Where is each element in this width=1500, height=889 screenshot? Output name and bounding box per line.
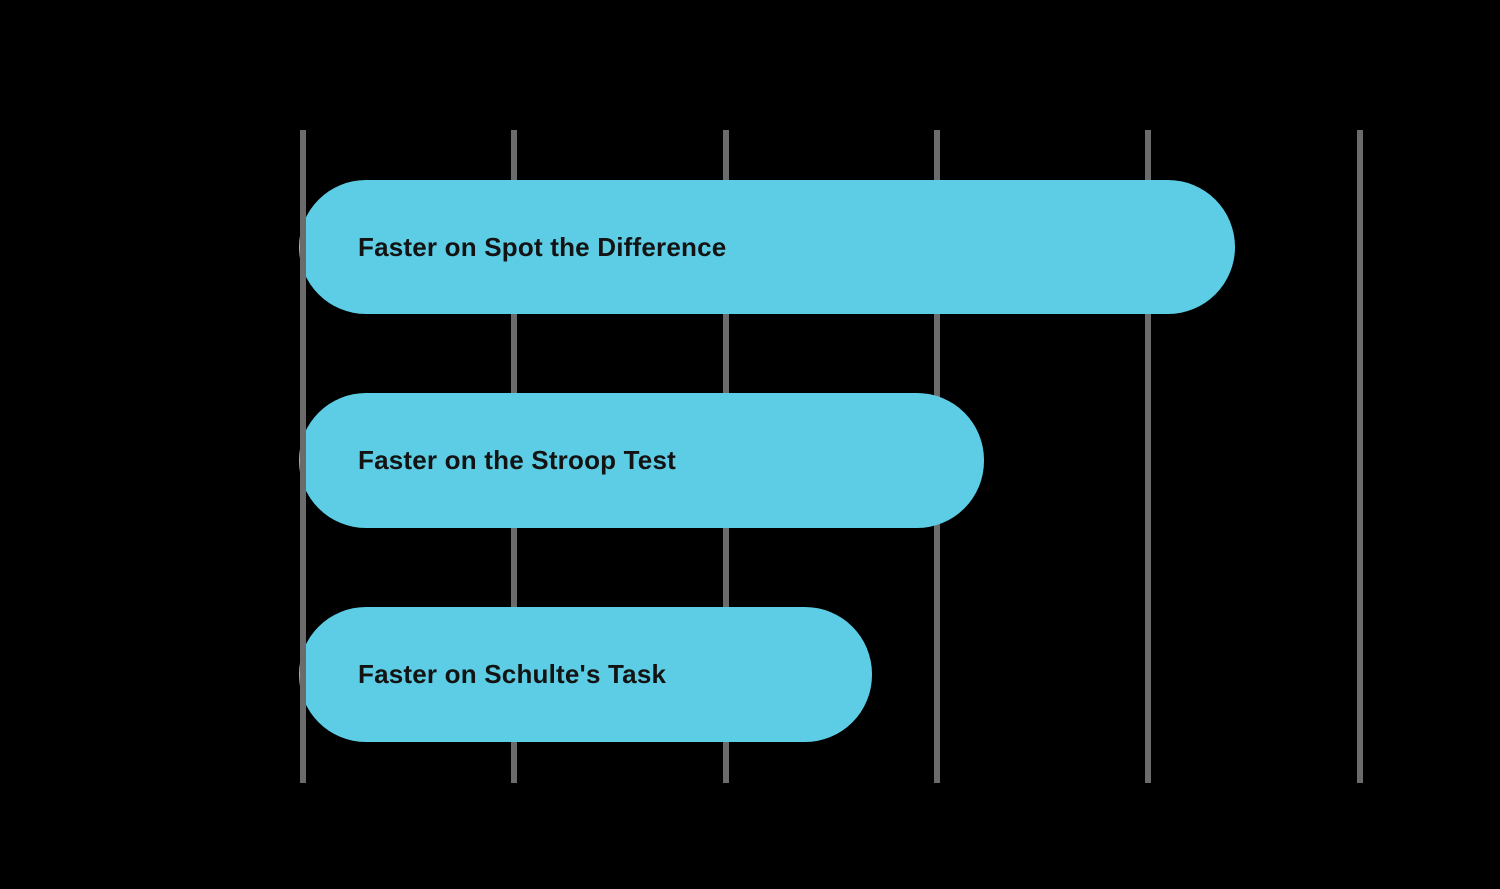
bar-faster-stroop-test: Faster on the Stroop Test: [299, 393, 984, 528]
bar-faster-schultes-task: Faster on Schulte's Task: [299, 607, 872, 742]
gridline-tick: [1356, 130, 1363, 783]
gridline-tick: [1145, 130, 1152, 783]
gridline-tick: [300, 130, 306, 783]
bar-faster-spot-the-difference: Faster on Spot the Difference: [299, 180, 1235, 314]
bar-label: Faster on the Stroop Test: [358, 445, 676, 475]
bar-label: Faster on Schulte's Task: [358, 659, 667, 689]
bar-label: Faster on Spot the Difference: [358, 231, 727, 262]
